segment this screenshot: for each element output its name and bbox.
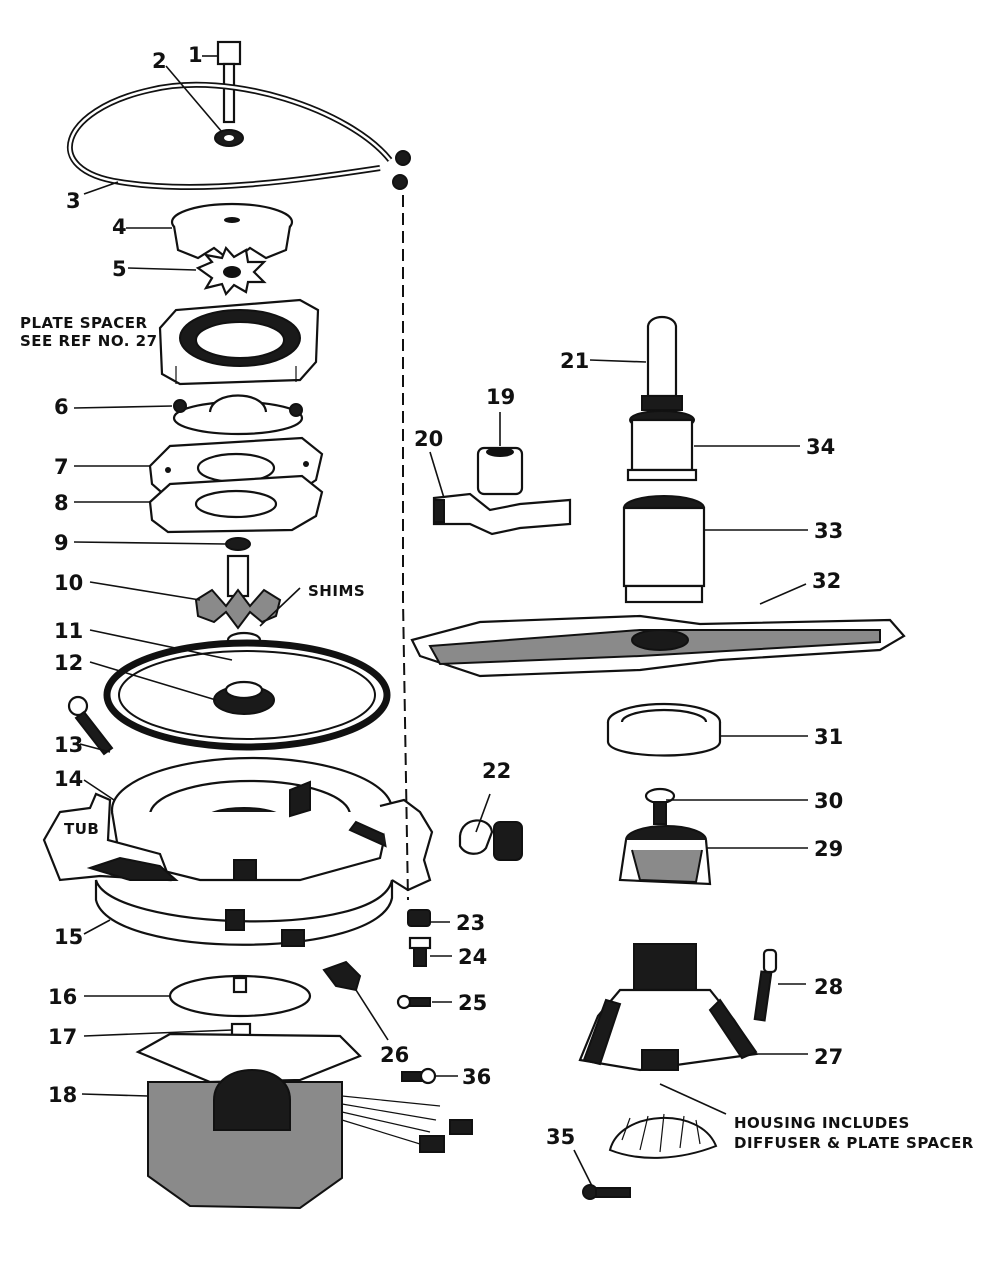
callout-22: 22 xyxy=(482,759,511,783)
callout-7: 7 xyxy=(54,455,69,479)
callout-11: 11 xyxy=(54,619,83,643)
callout-19: 19 xyxy=(486,385,515,409)
callout-36: 36 xyxy=(462,1065,491,1089)
callout-16: 16 xyxy=(48,985,77,1009)
callout-30: 30 xyxy=(814,789,843,813)
leader-lines xyxy=(73,55,808,1187)
part-12-pump-ring xyxy=(103,639,391,751)
part-8-gasket xyxy=(148,474,324,534)
part-21-tube xyxy=(641,315,683,411)
part-2-washer xyxy=(214,129,244,147)
callout-25: 25 xyxy=(458,991,487,1015)
callout-8: 8 xyxy=(54,491,69,515)
part-3-supply-tube xyxy=(66,81,411,190)
part-28-bolt xyxy=(753,948,778,1022)
callout-20: 20 xyxy=(414,427,443,451)
callout-14: 14 xyxy=(54,767,83,791)
part-16-motor-plate xyxy=(168,974,312,1018)
part-25-screw xyxy=(396,994,431,1010)
part-1-bolt xyxy=(216,40,242,124)
callout-17: 17 xyxy=(48,1025,77,1049)
callout-27: 27 xyxy=(814,1045,843,1069)
tub-section xyxy=(42,792,434,892)
callout-4: 4 xyxy=(112,215,127,239)
part-13-screw xyxy=(67,695,114,756)
part-22-clamp xyxy=(458,819,523,861)
callout-5: 5 xyxy=(112,257,127,281)
part-26-clip xyxy=(322,960,362,992)
part-4-cover xyxy=(170,202,294,264)
diffuser xyxy=(608,1113,718,1159)
part-31-bearing-ring xyxy=(606,702,722,757)
callout-9: 9 xyxy=(54,531,69,555)
plate-spacer xyxy=(158,298,320,386)
part-36-screw xyxy=(401,1067,437,1085)
part-14-pump-housing xyxy=(110,756,398,882)
plate-spacer-note-line1: PLATE SPACER xyxy=(20,314,148,332)
part-18-motor xyxy=(135,1032,473,1210)
part-32-spray-arm xyxy=(410,614,906,678)
callout-29: 29 xyxy=(814,837,843,861)
part-19-nut xyxy=(476,446,524,496)
part-33-sleeve xyxy=(622,495,706,604)
callout-28: 28 xyxy=(814,975,843,999)
housing-note-line1: HOUSING INCLUDES xyxy=(734,1114,910,1132)
callout-12: 12 xyxy=(54,651,83,675)
callout-15: 15 xyxy=(54,925,83,949)
callout-3: 3 xyxy=(66,189,81,213)
callout-13: 13 xyxy=(54,733,83,757)
part-15-base-ring xyxy=(94,879,394,947)
part-30-screw xyxy=(644,787,676,825)
assembly-guide-line xyxy=(402,195,409,901)
tub-note: TUB xyxy=(64,820,99,838)
callout-1: 1 xyxy=(188,43,203,67)
part-35-screw xyxy=(582,1184,631,1200)
callout-31: 31 xyxy=(814,725,843,749)
callout-23: 23 xyxy=(456,911,485,935)
callout-2: 2 xyxy=(152,49,167,73)
callout-10: 10 xyxy=(54,571,83,595)
housing-note-line2: DIFFUSER & PLATE SPACER xyxy=(734,1134,974,1152)
callout-35: 35 xyxy=(546,1125,575,1149)
callout-6: 6 xyxy=(54,395,69,419)
callout-26: 26 xyxy=(380,1043,409,1067)
diagram-notes: PLATE SPACER SEE REF NO. 27 SHIMS TUB HO… xyxy=(20,314,974,1152)
part-34-nozzle xyxy=(626,410,698,482)
plate-spacer-note-line2: SEE REF NO. 27 xyxy=(20,332,158,350)
callout-21: 21 xyxy=(560,349,589,373)
part-5-impeller xyxy=(195,245,267,297)
part-6-diffuser xyxy=(172,394,304,436)
part-23-nut xyxy=(407,909,431,927)
part-29-hub xyxy=(618,825,712,886)
callout-34: 34 xyxy=(806,435,835,459)
part-27-housing xyxy=(578,943,758,1072)
callout-18: 18 xyxy=(48,1083,77,1107)
part-9-seal xyxy=(225,537,251,551)
callout-24: 24 xyxy=(458,945,487,969)
callout-32: 32 xyxy=(812,569,841,593)
shims-note: SHIMS xyxy=(308,582,365,600)
callout-33: 33 xyxy=(814,519,843,543)
part-20-bracket xyxy=(432,492,572,536)
part-10-impeller xyxy=(194,554,282,630)
part-24-fitting xyxy=(408,936,432,967)
callout-labels: 1 2 3 4 5 6 7 8 9 10 11 12 13 14 15 16 1… xyxy=(48,43,843,1149)
